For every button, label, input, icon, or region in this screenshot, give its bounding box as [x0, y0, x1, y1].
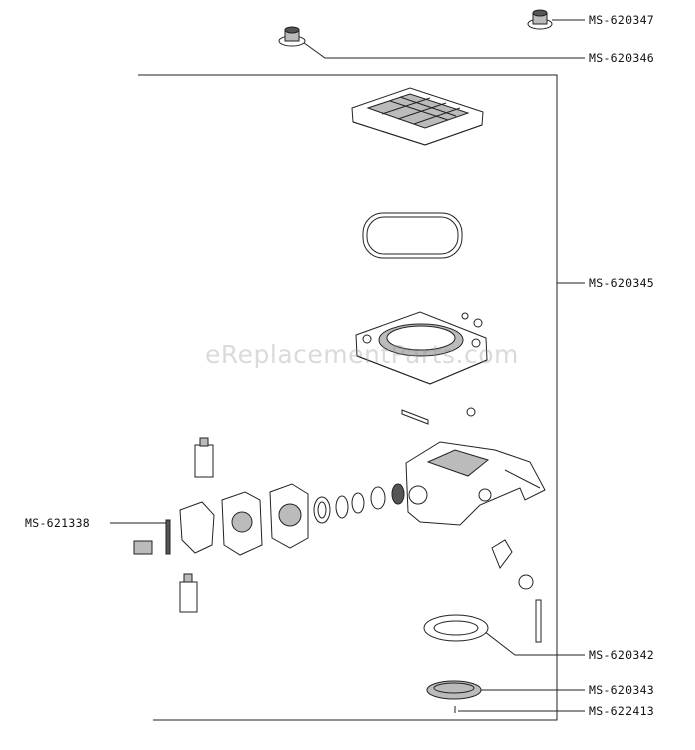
long-pin	[535, 599, 542, 643]
hose-fitting	[491, 539, 513, 570]
pump-housing	[355, 311, 488, 385]
assembly-bracket	[138, 74, 558, 721]
main-valve-block	[405, 441, 546, 526]
callout-ms-620346: MS-620346	[589, 51, 655, 65]
pin-and-nut	[401, 407, 476, 425]
diaphragm-ms-620343	[426, 680, 482, 700]
callout-ms-620347: MS-620347	[589, 13, 655, 27]
switch-module	[194, 437, 214, 478]
callout-ms-620345: MS-620345	[589, 276, 655, 290]
base-seal-ms-620342	[423, 614, 489, 642]
connector-plug	[133, 540, 153, 555]
callout-ms-620342: MS-620342	[589, 648, 655, 662]
front-cover-left	[221, 491, 263, 556]
callout-ms-622413: MS-622413	[589, 704, 655, 718]
lower-switch-module	[179, 573, 198, 613]
o-ring-set	[313, 483, 405, 524]
callout-ms-620343: MS-620343	[589, 683, 655, 697]
valve-part-ms-620347	[527, 9, 553, 30]
leader-ms-620342	[479, 627, 585, 656]
valve-part-ms-620346	[278, 26, 306, 47]
leader-ms-620346	[299, 39, 585, 59]
seal-gasket	[362, 212, 463, 259]
hex-nut	[518, 574, 534, 590]
callout-ms-621338: MS-621338	[25, 516, 91, 530]
front-cover-right	[269, 483, 309, 549]
top-cover-plate	[351, 87, 484, 146]
watermark-text: eReplacementParts.com	[205, 340, 519, 369]
sensor-assembly-ms-621338	[165, 501, 215, 555]
